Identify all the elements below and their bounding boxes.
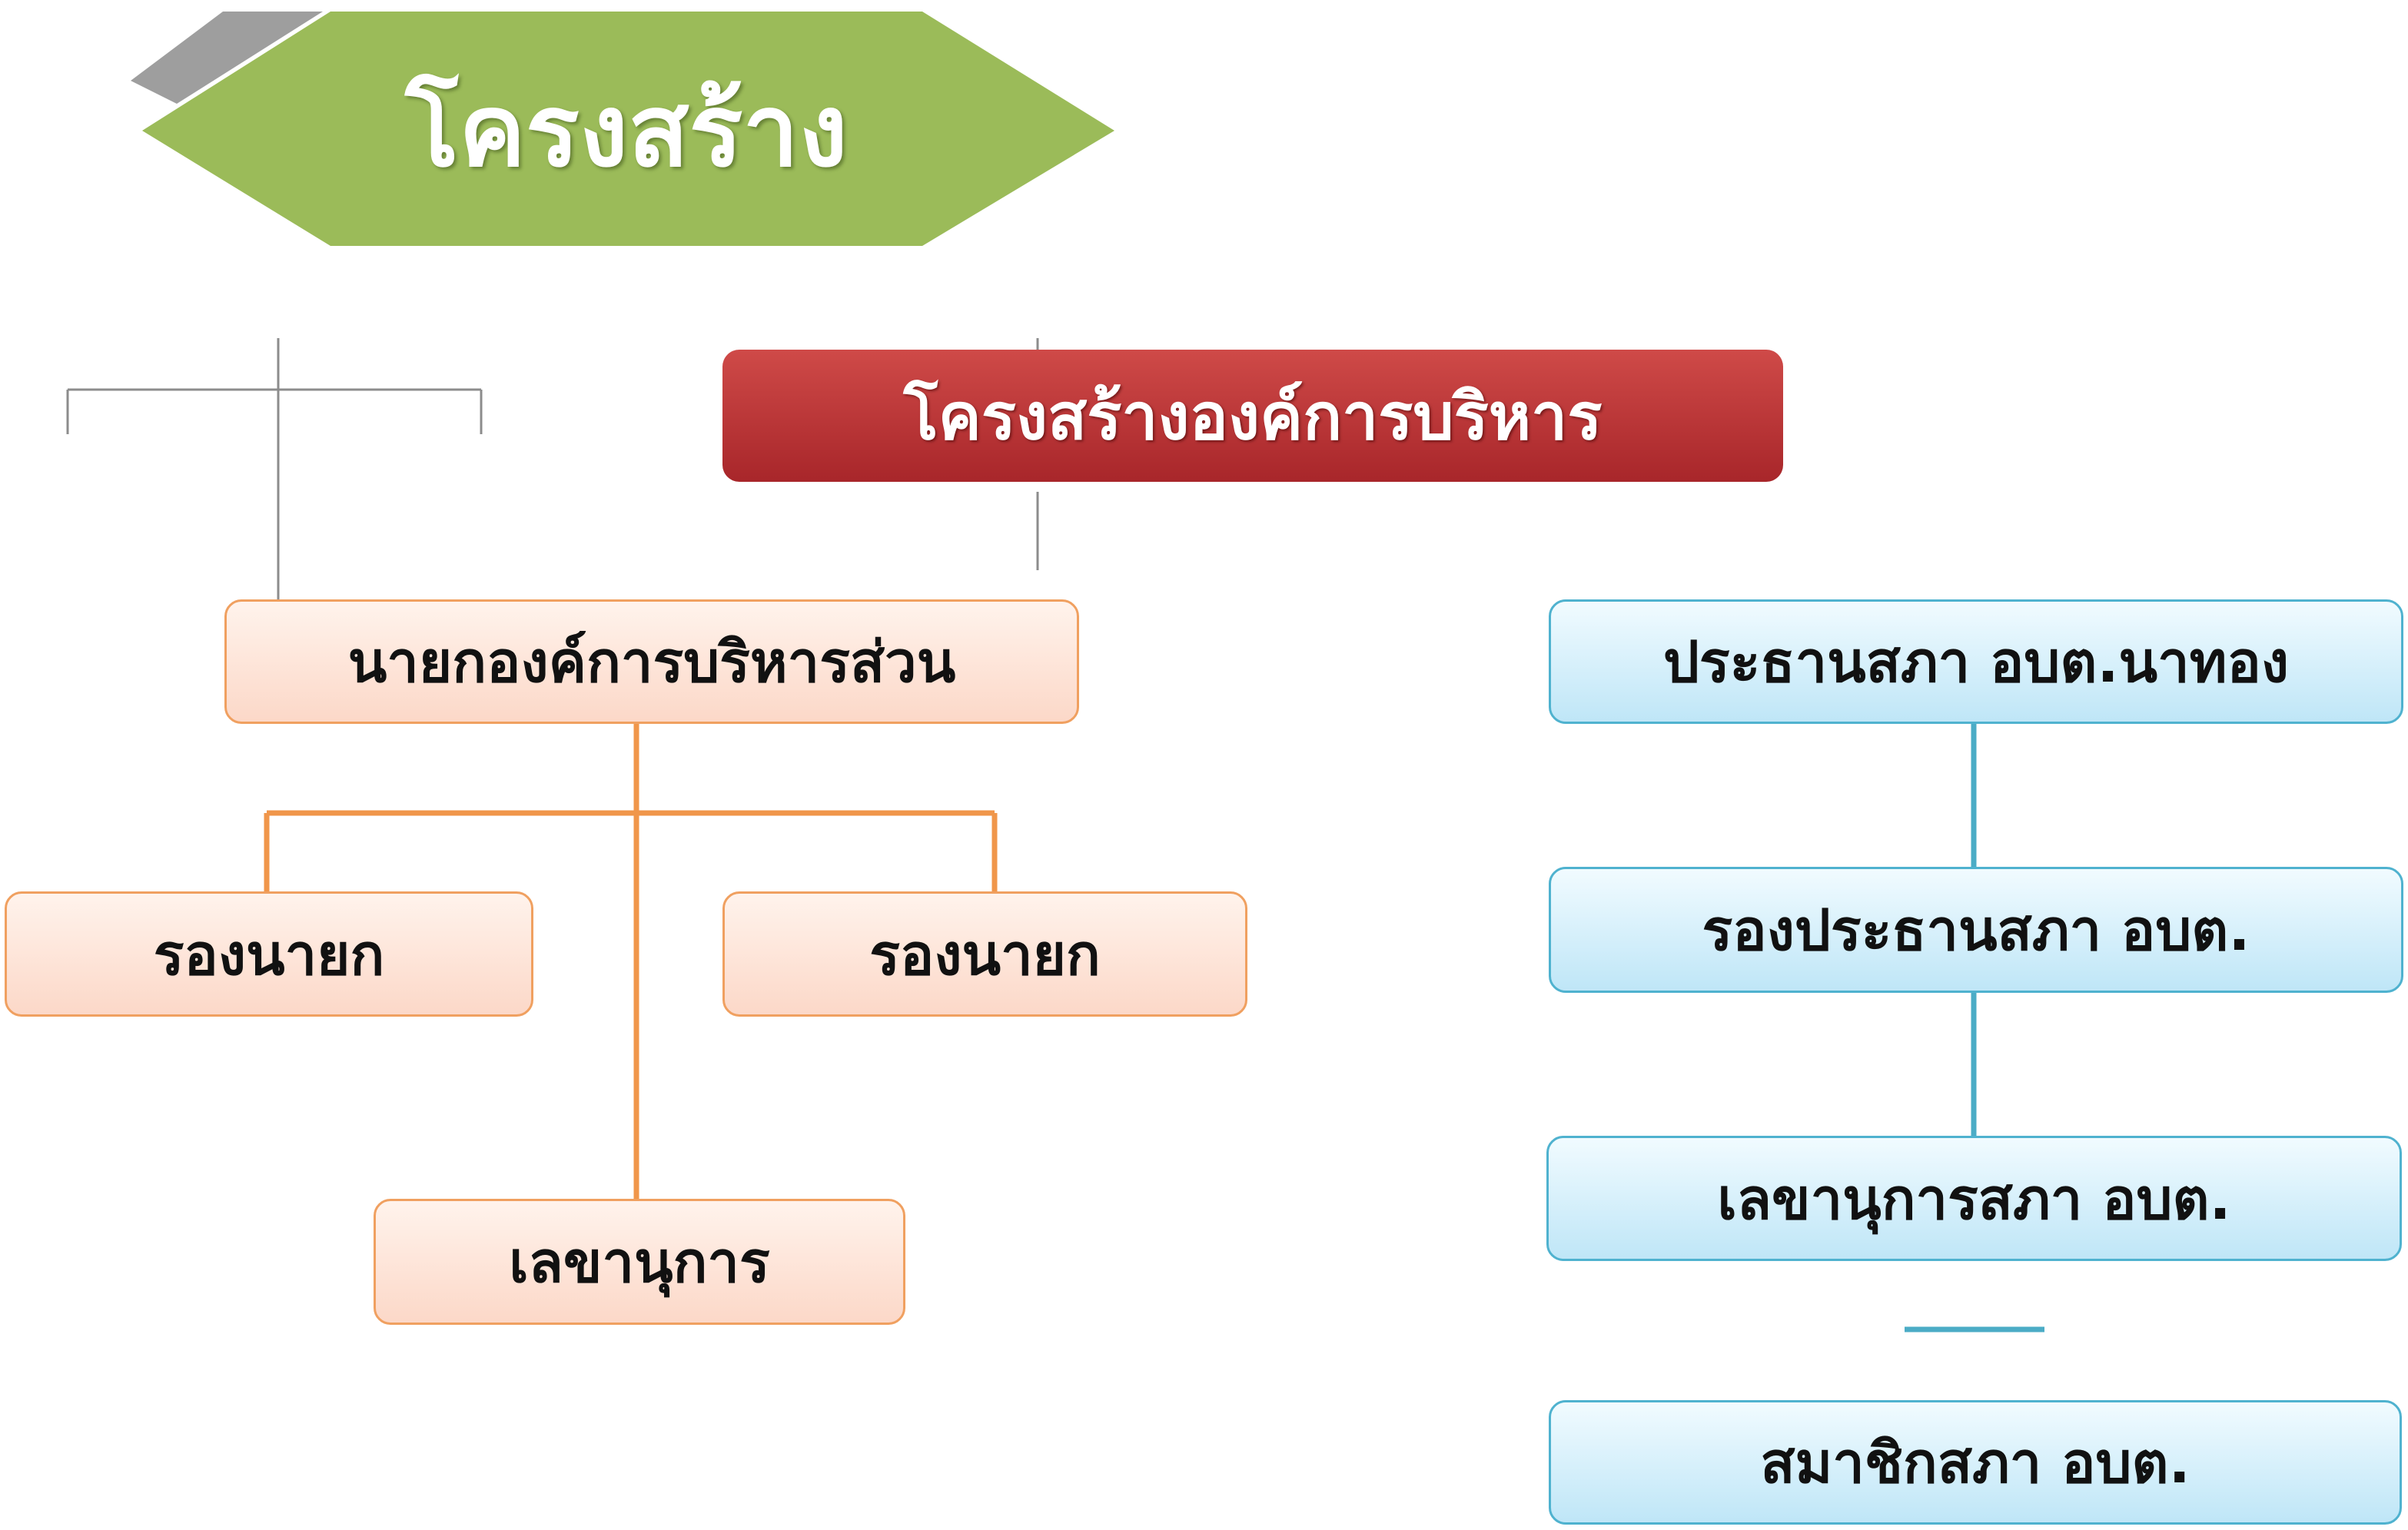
node-council-vice-chair: รองประธานสภา อบต. xyxy=(1549,867,2403,993)
node-label: เลขานุการ xyxy=(509,1230,770,1296)
node-council-members: สมาชิกสภา อบต. xyxy=(1549,1400,2402,1525)
executive-header-label: โครงสร้างองค์การบริหาร xyxy=(903,379,1603,454)
node-label: เลขานุการสภา อบต. xyxy=(1717,1166,2231,1233)
node-label: ประธานสภา อบต.นาทอง xyxy=(1662,629,2290,695)
node-council-chair: ประธานสภา อบต.นาทอง xyxy=(1549,599,2403,724)
banner-shadow-tab xyxy=(131,12,323,104)
node-label: รองประธานสภา อบต. xyxy=(1702,898,2250,964)
node-label: นายกองค์การบริหารส่วน xyxy=(347,629,956,695)
node-executive-secretary: เลขานุการ xyxy=(374,1199,905,1325)
executive-header: โครงสร้างองค์การบริหาร xyxy=(722,350,1783,482)
node-label: รองนายก xyxy=(153,921,385,988)
node-council-secretary: เลขานุการสภา อบต. xyxy=(1546,1136,2402,1261)
node-label: รองนายก xyxy=(869,921,1101,988)
banner-hexagon xyxy=(142,12,1114,246)
node-label: สมาชิกสภา อบต. xyxy=(1760,1430,2190,1496)
node-deputy-right: รองนายก xyxy=(722,891,1247,1017)
page-title: โครงสร้าง xyxy=(405,72,848,189)
node-deputy-left: รองนายก xyxy=(5,891,533,1017)
node-executive-head: นายกองค์การบริหารส่วน xyxy=(224,599,1079,724)
